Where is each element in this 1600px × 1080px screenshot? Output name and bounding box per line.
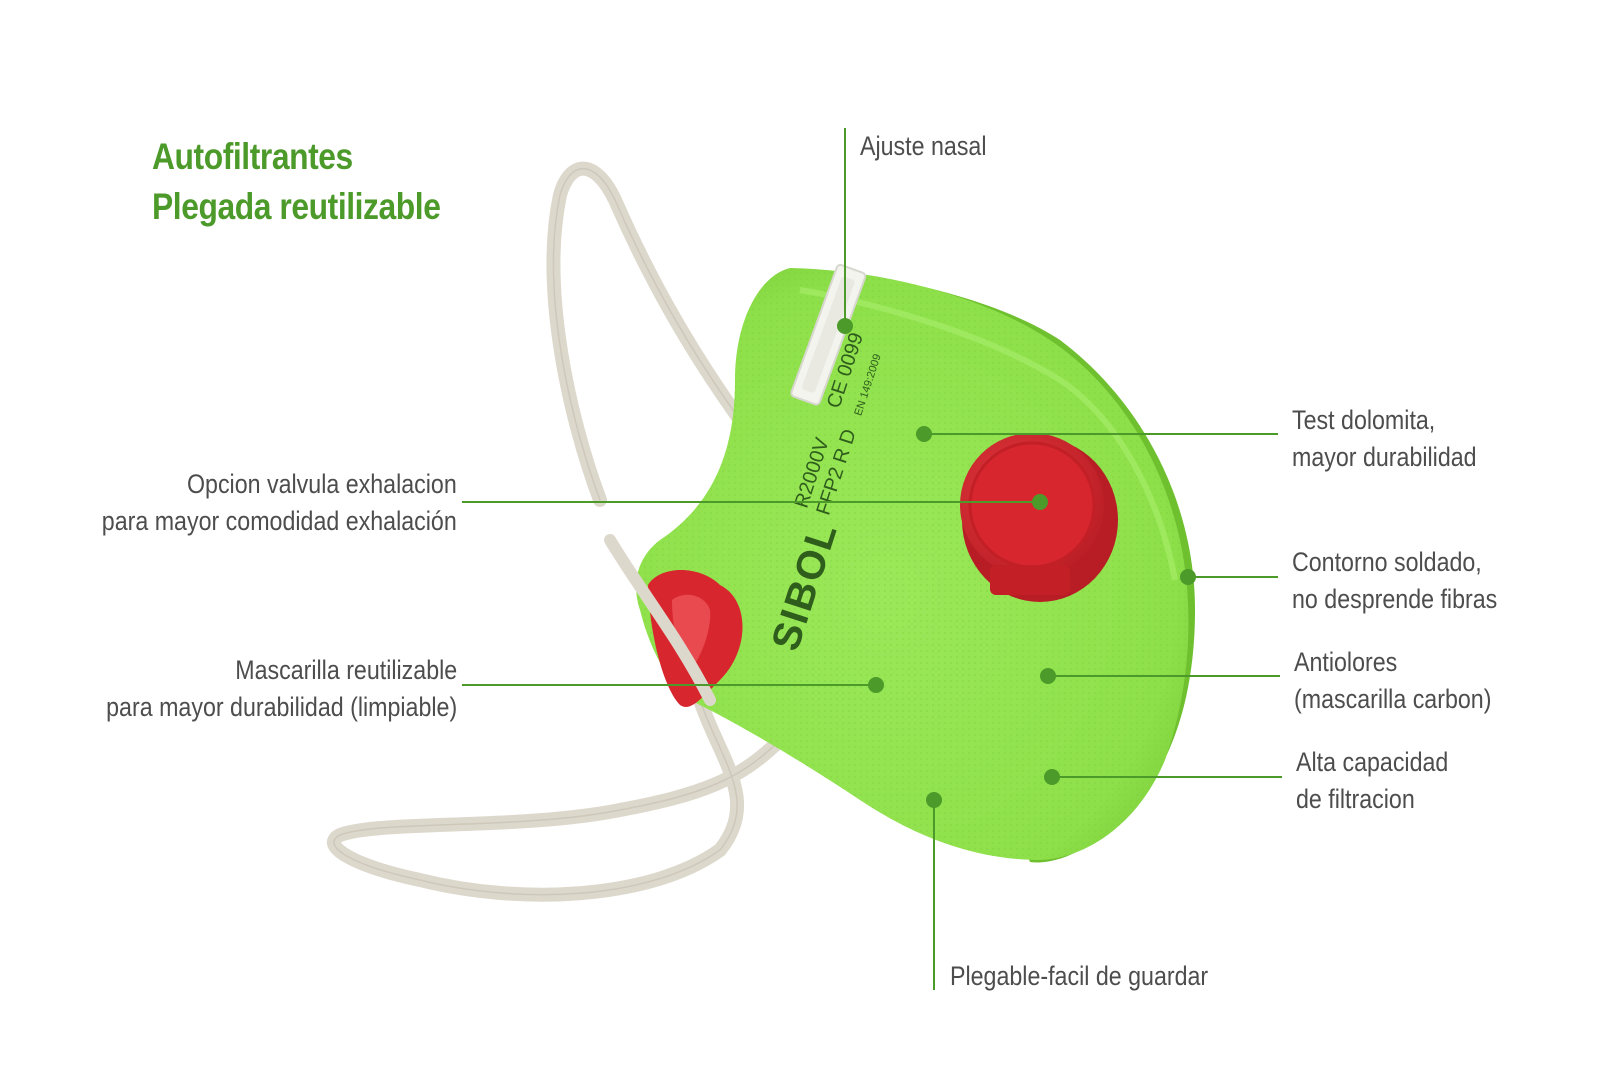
callout-dots [837, 318, 1196, 808]
callout-dolomita: Test dolomita, mayor durabilidad [1292, 402, 1477, 476]
callout-reutilizable-line-1: Mascarilla reutilizable [235, 655, 457, 685]
dot-valvula [1032, 494, 1048, 510]
callout-ajuste-nasal: Ajuste nasal [860, 128, 987, 165]
callout-reutilizable-line-2: para mayor durabilidad (limpiable) [105, 692, 457, 722]
callout-plegable-text: Plegable-facil de guardar [950, 961, 1209, 991]
callout-antiolores-line-1: Antiolores [1294, 647, 1398, 677]
callout-ajuste-nasal-text: Ajuste nasal [860, 131, 987, 161]
dot-dolomita [916, 426, 932, 442]
page-title: Autofiltrantes Plegada reutilizable [152, 132, 441, 232]
dot-reutilizable [868, 677, 884, 693]
exhalation-valve [960, 433, 1118, 602]
dot-filtracion [1044, 769, 1060, 785]
callout-filtracion: Alta capacidad de filtracion [1296, 744, 1448, 818]
dot-contorno [1180, 569, 1196, 585]
dot-ajuste-nasal [837, 318, 853, 334]
callout-valvula-line-1: Opcion valvula exhalacion [187, 469, 457, 499]
upper-strap [546, 161, 747, 507]
callout-filtracion-line-1: Alta capacidad [1296, 747, 1449, 777]
callout-antiolores: Antiolores (mascarilla carbon) [1294, 644, 1491, 718]
dot-plegable [926, 792, 942, 808]
callout-antiolores-line-2: (mascarilla carbon) [1294, 684, 1492, 714]
callout-filtracion-line-2: de filtracion [1296, 784, 1415, 814]
callout-valvula-line-2: para mayor comodidad exhalación [102, 506, 457, 536]
callout-dolomita-line-1: Test dolomita, [1292, 405, 1436, 435]
lower-strap [327, 693, 787, 902]
nose-clip [790, 263, 867, 406]
callout-contorno-line-2: no desprende fibras [1292, 584, 1498, 614]
callout-reutilizable: Mascarilla reutilizable para mayor durab… [106, 652, 457, 726]
title-line-1: Autofiltrantes [152, 136, 353, 177]
callout-plegable: Plegable-facil de guardar [950, 958, 1208, 995]
callout-dolomita-line-2: mayor durabilidad [1292, 442, 1477, 472]
callout-valvula: Opcion valvula exhalacion para mayor com… [102, 466, 457, 540]
callout-lines [462, 128, 1282, 990]
title-line-2: Plegada reutilizable [152, 186, 441, 227]
dot-antiolores [1040, 668, 1056, 684]
callout-contorno: Contorno soldado, no desprende fibras [1292, 544, 1497, 618]
callout-contorno-line-1: Contorno soldado, [1292, 547, 1482, 577]
